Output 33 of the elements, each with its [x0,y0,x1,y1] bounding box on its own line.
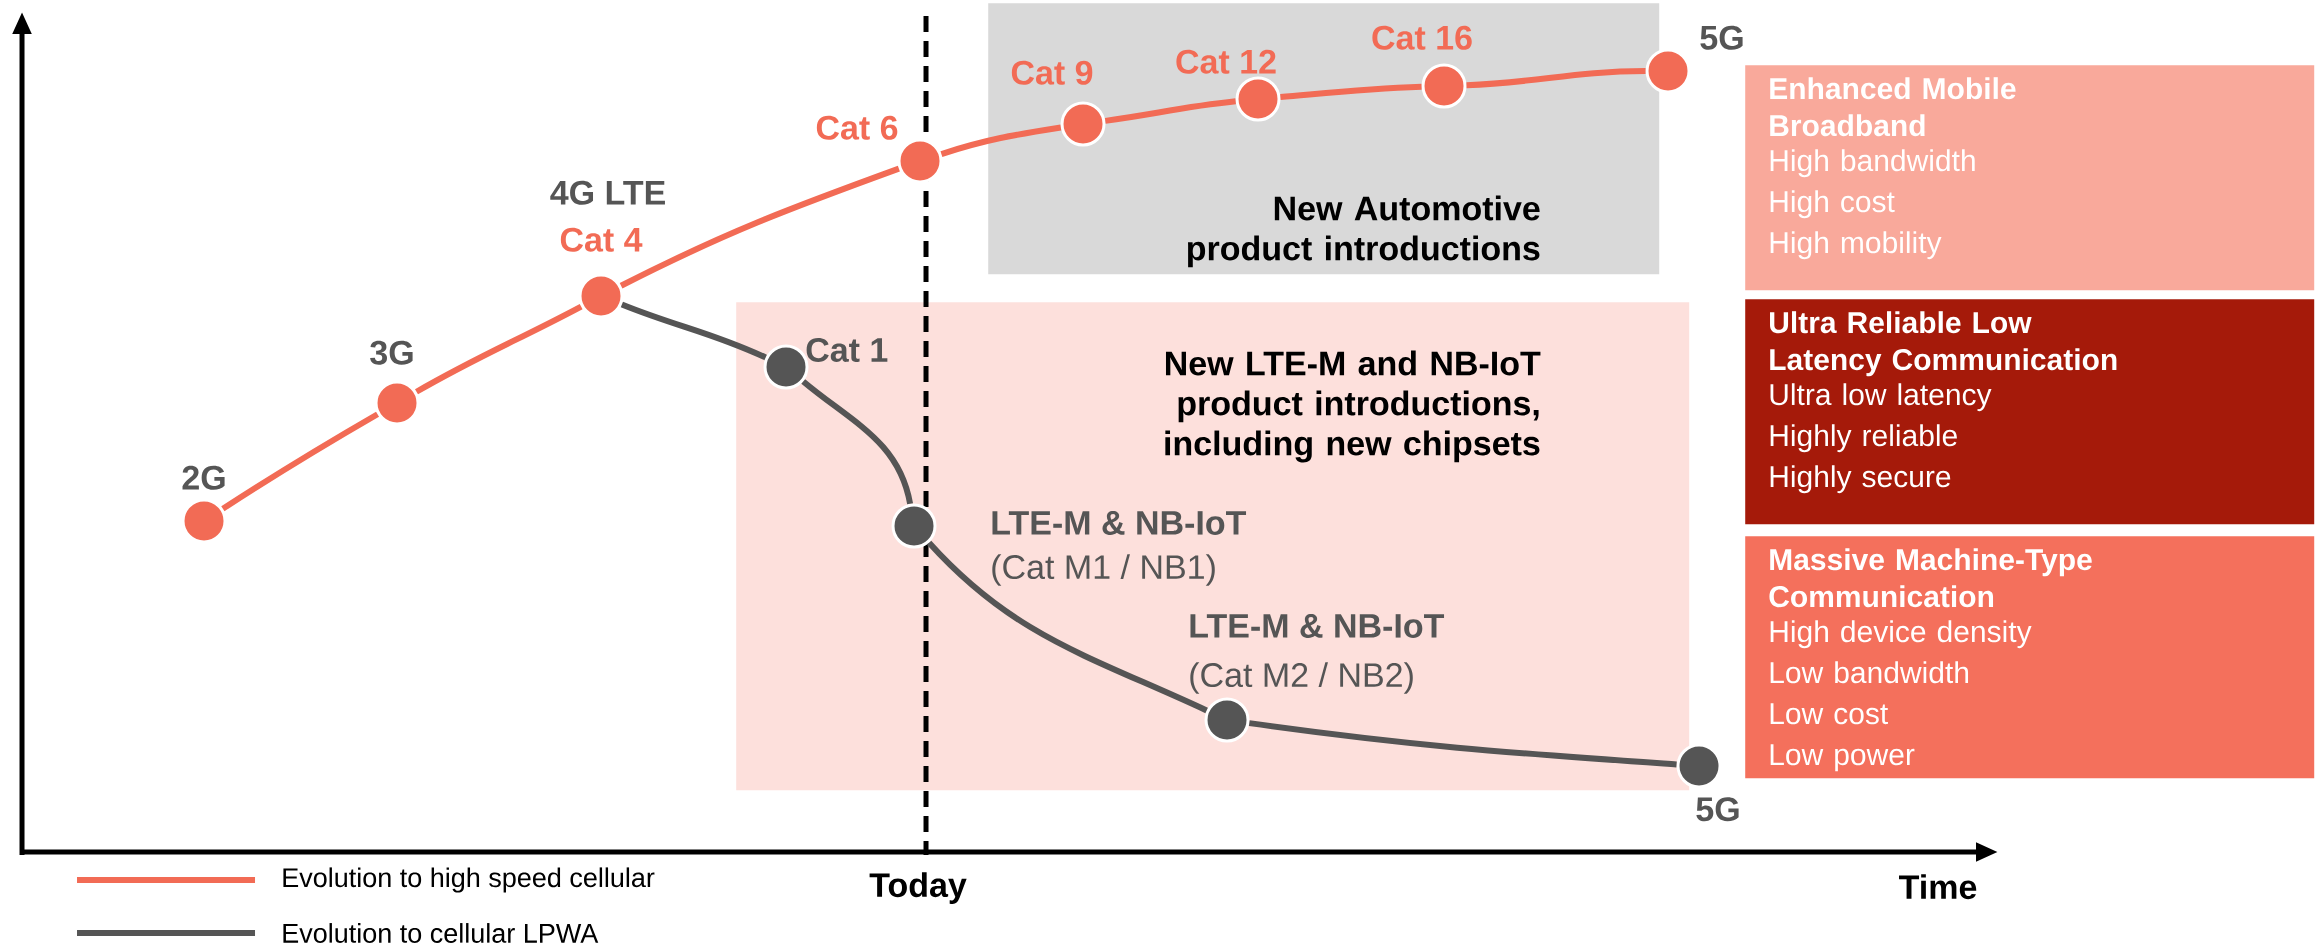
point-label: 5G [1696,797,1739,822]
point-label: (Cat M1 / NB1) [992,554,1215,586]
point-label: Cat 1 [806,337,888,362]
point-label: Cat 6 [816,115,898,140]
info-panel: Massive Machine-Type Communication High device density Low bandwidth Low cost Low power [1745,536,2315,779]
curve-line [619,165,900,289]
curve-line [1280,83,1422,100]
curve-line [221,411,380,512]
info-panel: Enhanced Mobile Broadband High bandwidth High cost High mobility [1745,65,2315,291]
legend-text: Evolution to high speed cellular [283,867,655,893]
point-label: LTE-M & NB-IoT [992,511,1247,535]
curve-line [1104,98,1236,124]
curve-line [801,379,914,505]
curve-line [940,124,1062,157]
point-label: 5G [1700,25,1743,50]
point-label: LTE-M & NB-IoT [1190,614,1445,638]
point-label: Cat 9 [1011,60,1093,85]
curve-line [926,540,1208,714]
point-label: Cat 4 [560,227,643,252]
axis-label: Time [1899,874,1977,900]
curve-line [415,303,583,395]
point-label: Cat 16 [1372,25,1472,50]
legend-text: Evolution to cellular LPWA [283,923,599,943]
axis-label: Today [869,872,967,904]
curve-line [1248,720,1677,768]
curve-line [1466,68,1646,89]
point-label: (Cat M2 / NB2) [1190,662,1413,694]
point-label: 3G [370,340,413,365]
point-label: 2G [182,465,225,490]
info-panel: Ultra Reliable Low Latency Communication Ultra low latency Highly reliable Highly secure [1745,299,2315,525]
point-label: 4G LTE [550,180,665,205]
point-label: Cat 12 [1176,49,1276,74]
curve-line [620,301,767,361]
